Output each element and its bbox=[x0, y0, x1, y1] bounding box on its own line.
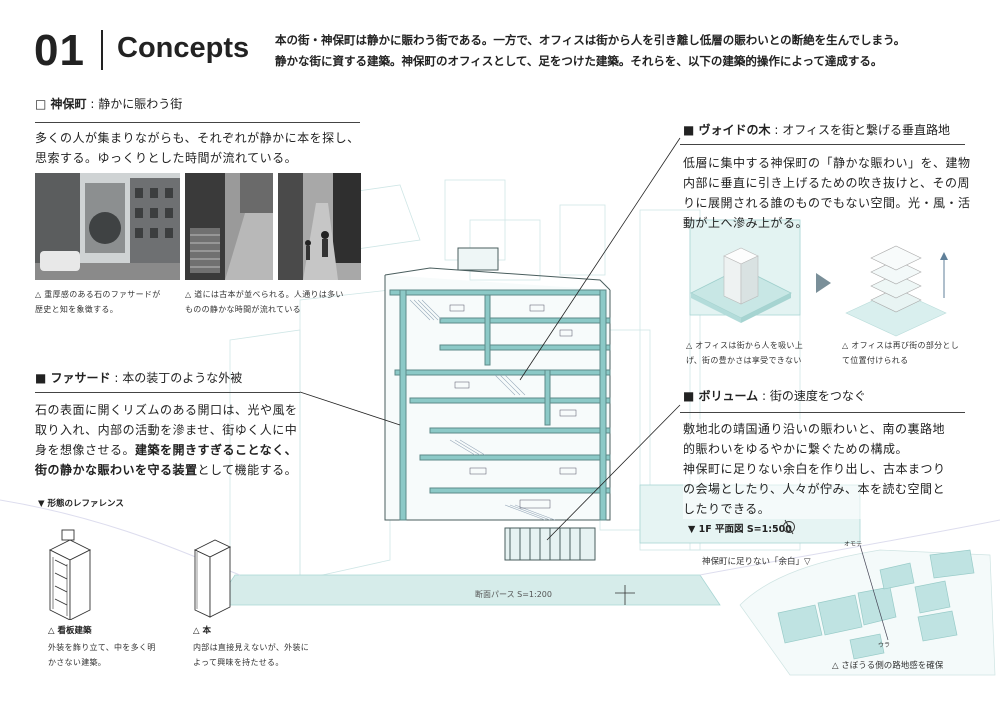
photo-street-people bbox=[278, 173, 361, 280]
section-key-marker bbox=[615, 585, 635, 605]
jinbocho-caption-2: △ 道には古本が並べられる。人通りは多い ものの静かな時間が流れている bbox=[185, 287, 365, 317]
leader-lines bbox=[299, 137, 681, 541]
facade-body-line-2: 取り入れ、内部の活動を滲ませ、街ゆく人に中 bbox=[35, 423, 298, 437]
transform-arrow-icon bbox=[816, 273, 831, 293]
volume-heading-key: ■ ボリューム bbox=[683, 389, 759, 403]
volume-heading-rest: : 街の速度をつなぐ bbox=[758, 389, 866, 403]
facade-heading: ■ ファサード : 本の装丁のような外被 bbox=[35, 370, 242, 386]
volume-body-line-3: 神保町に足りない余白を作り出し、古本まつり bbox=[683, 462, 946, 476]
reference-title: ▼ 形態のレファレンス bbox=[38, 499, 124, 509]
north-arrow-icon bbox=[783, 519, 795, 535]
void-tree-caption-2-line-2: て位置付けられる bbox=[842, 356, 909, 365]
ground-floor-plan: オモテ ウラ bbox=[739, 541, 996, 676]
section-caption: 断面パース S=1:200 bbox=[475, 590, 552, 599]
jinbocho-body-line-2: 思索する。ゆっくりとした時間が流れている。 bbox=[35, 151, 298, 165]
volume-body-line-4: の会場としたり、人々が佇み、本を読む空間と bbox=[683, 482, 946, 496]
plan-note: 神保町に足りない「余白」▽ bbox=[702, 557, 811, 567]
photo-stone-facade bbox=[35, 173, 180, 280]
office-integrated-diagram bbox=[845, 245, 948, 337]
jinbocho-caption-1-line-1: △ 重厚感のある石のファサードが bbox=[35, 290, 161, 299]
plan-label-north: オモテ bbox=[844, 541, 862, 548]
void-tree-diagrams bbox=[690, 245, 948, 337]
building-section bbox=[384, 247, 611, 561]
facade-body-line-3: 身を想像させる。 bbox=[35, 443, 136, 457]
jinbocho-heading: □ 神保町 : 静かに賑わう街 bbox=[35, 96, 182, 112]
page-number: 01 bbox=[34, 26, 85, 75]
reference-1-desc-line-1: 外装を飾り立て、中を多く明 bbox=[48, 643, 156, 652]
facade-heading-rest: : 本の装丁のような外被 bbox=[110, 371, 243, 385]
void-tree-heading: ■ ヴォイドの木 : オフィスを街と繋げる垂直路地 bbox=[683, 122, 950, 138]
jinbocho-body: 多くの人が集まりながらも、それぞれが静かに本を探し、 思索する。ゆっくりとした時… bbox=[35, 128, 365, 168]
facade-body-line-1: 石の表面に開くリズムのある開口は、光や風を bbox=[35, 403, 298, 417]
void-tree-heading-rest: : オフィスを街と繋げる垂直路地 bbox=[770, 123, 950, 137]
reference-2-desc-line-1: 内部は直接見えないが、外装に bbox=[193, 643, 310, 652]
volume-body-line-5: したりできる。 bbox=[683, 502, 771, 516]
facade-rule bbox=[35, 392, 300, 393]
signboard-building-icon bbox=[48, 529, 92, 620]
jinbocho-rule bbox=[35, 122, 360, 123]
intro-line-2: 静かな街に資する建築。神保町のオフィスとして、足をつけた建築。それらを、以下の建… bbox=[275, 54, 883, 68]
void-tree-body-line-2: 内部に垂直に引き上げるための吹き抜けと、その周 bbox=[683, 176, 971, 190]
jinbocho-caption-2-line-1: △ 道には古本が並べられる。人通りは多い bbox=[185, 290, 344, 299]
reference-1-title: △ 看板建築 bbox=[48, 626, 92, 636]
void-tree-caption-2: △ オフィスは再び街の部分とし て位置付けられる bbox=[842, 338, 982, 368]
volume-body-line-2: 的賑わいをゆるやかに繋ぐための構成。 bbox=[683, 442, 909, 456]
reference-2-desc-line-2: よって興味を持たせる。 bbox=[193, 658, 284, 667]
jinbocho-heading-key: □ 神保町 bbox=[35, 97, 87, 111]
void-tree-heading-key: ■ ヴォイドの木 bbox=[683, 123, 771, 137]
volume-body-line-1: 敷地北の靖国通り沿いの賑わいと、南の裏路地 bbox=[683, 422, 946, 436]
page-title: Concepts bbox=[117, 32, 250, 64]
ground-plane bbox=[214, 574, 721, 606]
jinbocho-caption-2-line-2: ものの静かな時間が流れている bbox=[185, 305, 301, 314]
reference-2-title: △ 本 bbox=[193, 626, 211, 636]
void-tree-body-line-3: りに展開される誰のものでもない空間。光・風・活 bbox=[683, 196, 971, 210]
plan-caption: △ さぼうる側の路地感を確保 bbox=[832, 661, 944, 671]
reference-2-desc: 内部は直接見えないが、外装に よって興味を持たせる。 bbox=[193, 640, 333, 670]
facade-heading-key: ■ ファサード bbox=[35, 371, 111, 385]
void-tree-caption-1-line-2: げ、街の豊かさは享受できない bbox=[686, 356, 802, 365]
void-tree-caption-1-line-1: △ オフィスは街から人を吸い上 bbox=[686, 341, 804, 350]
jinbocho-caption-1-line-2: 歴史と知を象徴する。 bbox=[35, 305, 118, 314]
photo-bookstore-street bbox=[185, 173, 273, 280]
reference-1-desc: 外装を飾り立て、中を多く明 かさない建築。 bbox=[48, 640, 168, 670]
plan-title: ▼ 1F 平面図 S=1:500 bbox=[688, 524, 792, 535]
void-tree-body: 低層に集中する神保町の「静かな賑わい」を、建物 内部に垂直に引き上げるための吹き… bbox=[683, 153, 973, 233]
reference-1-desc-line-2: かさない建築。 bbox=[48, 658, 107, 667]
jinbocho-body-line-1: 多くの人が集まりながらも、それぞれが静かに本を探し、 bbox=[35, 131, 360, 145]
void-tree-body-line-4: 動が上へ滲み上がる。 bbox=[683, 216, 809, 230]
intro-text: 本の街・神保町は静かに賑わう街である。一方で、オフィスは街から人を引き離し低層の… bbox=[275, 30, 975, 72]
void-tree-body-line-1: 低層に集中する神保町の「静かな賑わい」を、建物 bbox=[683, 156, 971, 170]
volume-rule bbox=[680, 412, 965, 413]
volume-heading: ■ ボリューム : 街の速度をつなぐ bbox=[683, 388, 866, 404]
book-icon bbox=[193, 539, 232, 618]
title-divider bbox=[101, 30, 103, 70]
facade-body: 石の表面に開くリズムのある開口は、光や風を 取り入れ、内部の活動を滲ませ、街ゆく… bbox=[35, 400, 365, 480]
jinbocho-caption-1: △ 重厚感のある石のファサードが 歴史と知を象徴する。 bbox=[35, 287, 185, 317]
void-tree-rule bbox=[680, 144, 965, 145]
facade-body-bold-2: 街の静かな賑わいを守る装置 bbox=[35, 463, 198, 477]
intro-line-1: 本の街・神保町は静かに賑わう街である。一方で、オフィスは街から人を引き離し低層の… bbox=[275, 33, 906, 47]
volume-body: 敷地北の靖国通り沿いの賑わいと、南の裏路地 的賑わいをゆるやかに繋ぐための構成。… bbox=[683, 419, 978, 519]
void-tree-caption-1: △ オフィスは街から人を吸い上 げ、街の豊かさは享受できない bbox=[686, 338, 836, 368]
jinbocho-heading-rest: : 静かに賑わう街 bbox=[86, 97, 183, 111]
facade-body-line-4: として機能する。 bbox=[197, 463, 298, 477]
void-tree-caption-2-line-1: △ オフィスは再び街の部分とし bbox=[842, 341, 960, 350]
facade-body-bold-1: 建築を開きすぎることなく、 bbox=[135, 443, 298, 457]
office-isolated-diagram bbox=[690, 247, 792, 323]
plan-label-south: ウラ bbox=[878, 641, 890, 649]
